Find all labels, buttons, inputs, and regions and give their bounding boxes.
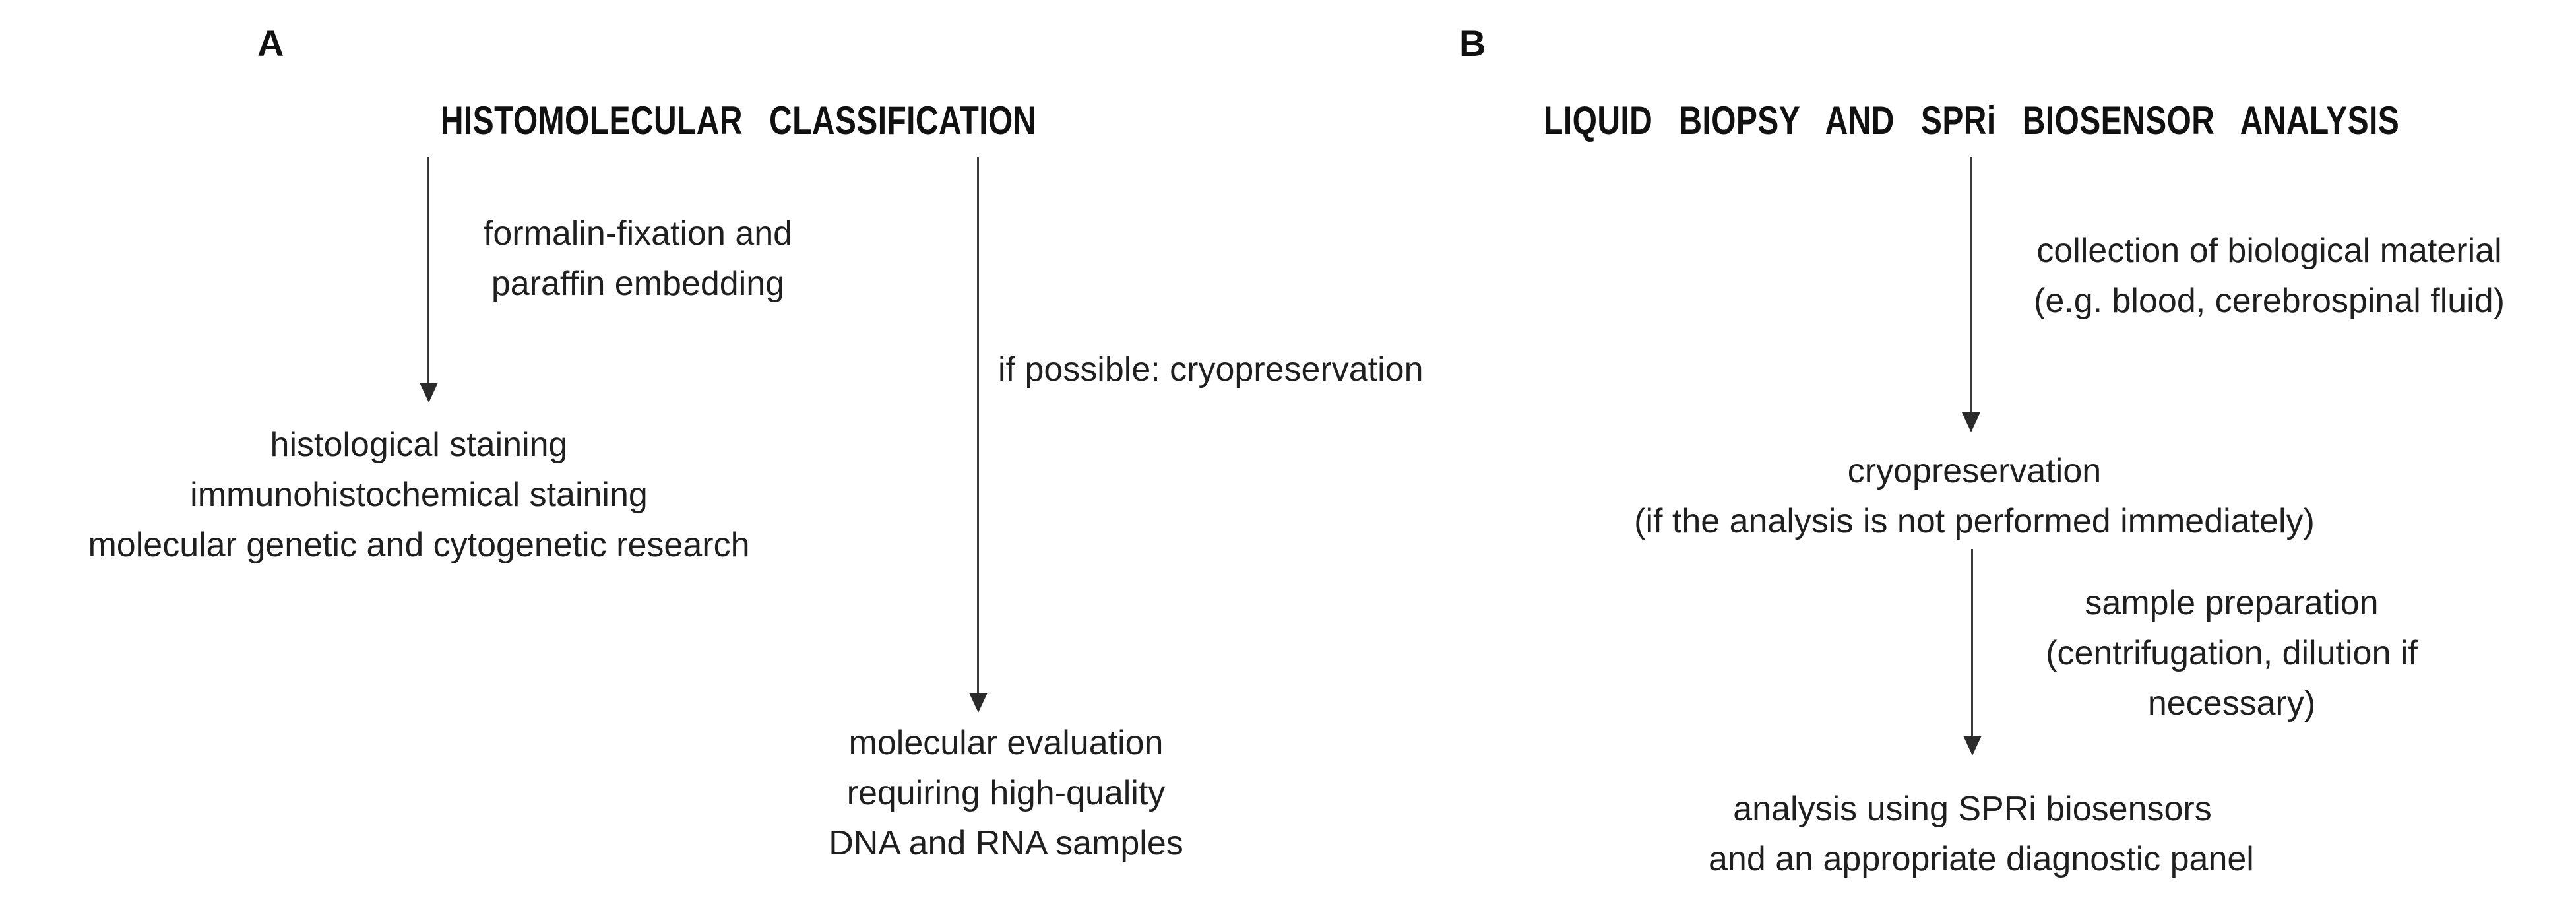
fixation-note: formalin-fixation and paraffin embedding [483, 214, 793, 303]
panel-a-title: HISTOMOLECULAR CLASSIFICATION [210, 99, 1266, 143]
arrow-head [1962, 412, 1980, 432]
arrow-down-icon-fixation [418, 157, 439, 402]
arrow-shaft [427, 157, 429, 385]
panel-a-label: A [257, 22, 284, 64]
arrow-head [1963, 736, 1982, 755]
arrow-down-icon-sample-prep [1962, 549, 1983, 755]
arrow-shaft [1970, 157, 1972, 415]
panel-b-title: LIQUID BIOPSY AND SPRi BIOSENSOR ANALYSI… [1444, 99, 2499, 143]
panel-b-title-text: LIQUID BIOPSY AND SPRi BIOSENSOR ANALYSI… [1544, 98, 2400, 143]
panel-a-title-text: HISTOMOLECULAR CLASSIFICATION [440, 98, 1036, 143]
molecular-result: molecular evaluation requiring high-qual… [829, 724, 1183, 862]
sample-prep-note: sample preparation (centrifugation, dilu… [2046, 584, 2418, 723]
arrow-down-icon-collection [1961, 157, 1982, 432]
analysis-step: analysis using SPRi biosensors and an ap… [1709, 790, 2254, 878]
arrow-head [420, 383, 438, 402]
staining-result: histological staining immunohistochemica… [88, 426, 750, 564]
arrow-shaft [1971, 549, 1973, 738]
arrow-head [969, 693, 988, 713]
collection-note: collection of biological material (e.g. … [2034, 232, 2505, 320]
arrow-shaft [977, 157, 979, 695]
cryopreservation-step: cryopreservation (if the analysis is not… [1634, 452, 2315, 540]
arrow-down-icon-cryopreservation [968, 157, 989, 713]
cryo-note: if possible: cryopreservation [998, 350, 1424, 389]
panel-b-label: B [1459, 22, 1486, 64]
